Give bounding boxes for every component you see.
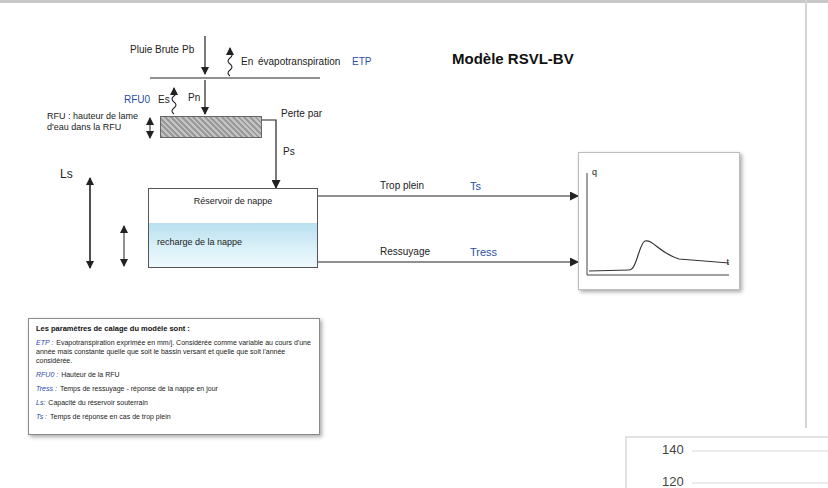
text-label: évapotranspiration	[258, 56, 340, 68]
parameter-description: Evapotranspiration exprimée en mm/j. Con…	[36, 339, 311, 364]
parameter-description: Temps de réponse en cas de trop plein	[50, 413, 171, 420]
parameter-row: Ls:Capacité du réservoir souterrain	[36, 398, 312, 407]
frame-edge	[0, 0, 828, 3]
hydrograph-box: qt	[578, 152, 740, 290]
frame-edge	[805, 0, 807, 428]
height-arrow	[150, 118, 151, 138]
text-label: Perte par	[281, 108, 322, 120]
plot-axes	[587, 173, 729, 275]
text-label: Pn	[188, 92, 200, 104]
net-rain-arrow	[204, 80, 205, 114]
parameter-name: Ts :	[36, 413, 47, 420]
axis-label: t	[726, 257, 729, 267]
chart-frame	[626, 437, 828, 488]
groundwater-reservoir: Réservoir de nappe recharge de la nappe	[148, 188, 318, 268]
parameter-name: Ls:	[36, 399, 45, 406]
rain-arrow	[204, 36, 205, 74]
hydrograph-plot	[579, 153, 741, 291]
reservoir-title: Réservoir de nappe	[149, 196, 317, 206]
parameter-box: Les paramètres de calage du modèle sont …	[28, 318, 320, 435]
connector-label: Trop plein	[380, 180, 424, 192]
capacity-arrow	[89, 178, 91, 268]
axis-label: q	[592, 167, 597, 177]
text-label: ETP	[352, 56, 371, 68]
parameter-description: Hauteur de la RFU	[61, 371, 119, 378]
grid-line	[692, 451, 828, 452]
evaporation-squiggle	[228, 48, 232, 76]
parameter-row: RFU0 :Hauteur de la RFU	[36, 370, 312, 379]
text-label: Es	[158, 94, 170, 106]
text-label: 120	[662, 475, 684, 488]
parameter-row: ETP :Evapotranspiration exprimée en mm/j…	[36, 338, 312, 365]
ground-line	[150, 78, 320, 79]
connector-label: Ps	[283, 146, 295, 158]
text-label: 140	[662, 443, 684, 458]
text-label: RFU0	[124, 94, 150, 106]
grid-line	[692, 483, 828, 484]
flow-connector	[262, 120, 276, 188]
text-label: Pluie Brute	[130, 44, 179, 56]
rfu-caption: RFU : hauteur de lame d'eau dans la RFU	[47, 111, 143, 133]
rfu-tank: RFU : hauteur de lame d'eau dans la RFU	[160, 116, 262, 138]
parameter-row: Tress :Temps de ressuyage - réponse de l…	[36, 384, 312, 393]
parameter-heading: Les paramètres de calage du modèle sont …	[36, 324, 312, 333]
text-label: Tress	[470, 246, 497, 259]
flow-connector	[318, 261, 578, 262]
diagram-title: Modèle RSVL-BV	[452, 50, 574, 67]
connector-label: Ressuyage	[380, 246, 430, 258]
parameter-name: RFU0 :	[36, 371, 58, 378]
parameter-row: Ts :Temps de réponse en cas de trop plei…	[36, 412, 312, 421]
evaporation-squiggle	[172, 88, 176, 114]
flow-curve	[589, 241, 729, 271]
parameter-name: ETP :	[36, 339, 53, 346]
parameter-description: Temps de ressuyage - réponse de la nappe…	[60, 385, 218, 392]
reservoir-caption: recharge de la nappe	[157, 237, 242, 247]
text-label: En	[241, 56, 253, 68]
text-label: Ts	[470, 180, 481, 193]
parameter-name: Tress :	[36, 385, 57, 392]
level-arrow	[124, 226, 125, 266]
parameter-description: Capacité du réservoir souterrain	[48, 399, 148, 406]
text-label: Ls	[60, 168, 73, 182]
text-label: Pb	[182, 44, 194, 56]
flow-connector	[318, 195, 578, 196]
